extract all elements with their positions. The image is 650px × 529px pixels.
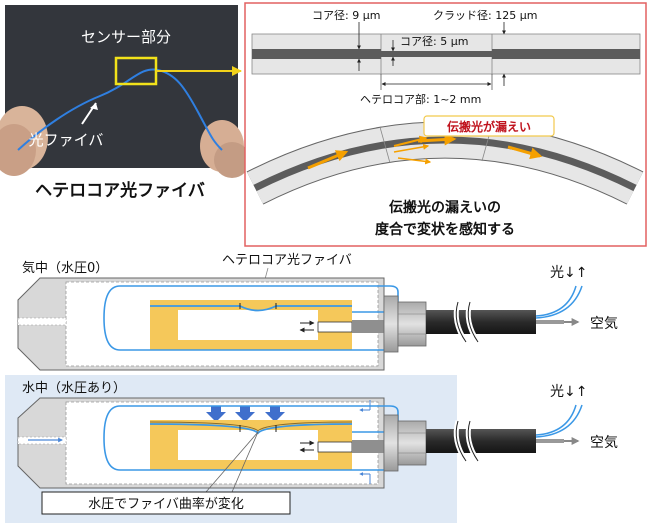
air-sensor-diagram: 気中（水圧0） ヘテロコア光ファイバ bbox=[17, 253, 618, 371]
water-cable bbox=[426, 429, 536, 453]
leak-label-box bbox=[423, 115, 555, 137]
water-tube bbox=[352, 440, 386, 453]
air-tube bbox=[352, 320, 386, 333]
photo-caption: ヘテロコア光ファイバ bbox=[35, 180, 205, 201]
leak-label: 伝搬光が漏えい bbox=[447, 119, 531, 134]
sensor-part-label: センサー部分 bbox=[81, 28, 171, 46]
principle-line-1: 伝搬光の漏えいの bbox=[389, 199, 501, 216]
air-fiber-label: ヘテロコア光ファイバ bbox=[222, 253, 352, 268]
air-gland bbox=[383, 295, 399, 353]
water-light-label: 光↓↑ bbox=[550, 384, 587, 400]
air-condition-title: 気中（水圧0） bbox=[22, 260, 108, 276]
core-diameter-label: コア径: 9 µm bbox=[312, 9, 380, 22]
photo-fiber-label: 光ファイバ bbox=[29, 131, 104, 149]
propagating-light-arrow bbox=[307, 150, 349, 170]
principle-line-2: 度合で変状を感知する bbox=[375, 221, 515, 238]
water-condition-title: 水中（水圧あり） bbox=[22, 381, 126, 396]
curvature-label: 水圧でファイバ曲率が変化 bbox=[88, 496, 244, 512]
water-gland bbox=[383, 414, 399, 472]
water-sensor-diagram: 水中（水圧あり） bbox=[5, 375, 618, 523]
hetero-core-length-label: ヘテロコア部: 1~2 mm bbox=[360, 92, 481, 106]
single-mode-core-left bbox=[252, 49, 381, 59]
hetero-core-section bbox=[381, 51, 492, 57]
water-air-label: 空気 bbox=[590, 435, 618, 451]
air-cable bbox=[426, 310, 536, 334]
leak-arrow bbox=[393, 135, 428, 147]
single-mode-core-right bbox=[492, 49, 640, 59]
air-air-label: 空気 bbox=[590, 316, 618, 332]
hetero-core-diameter-label: コア径: 5 µm bbox=[400, 35, 468, 48]
air-light-label: 光↓↑ bbox=[550, 265, 587, 281]
fiber-detail-panel: コア径: 9 µm クラッド径: 125 µm コア径: 5 µm ヘテロコア部… bbox=[244, 2, 647, 247]
fiber-photo: センサー部分 光ファイバ bbox=[0, 5, 250, 178]
curvature-label-box bbox=[41, 491, 291, 515]
cladding-diameter-label: クラッド径: 125 µm bbox=[433, 9, 537, 22]
pressure-arrows bbox=[206, 406, 285, 422]
